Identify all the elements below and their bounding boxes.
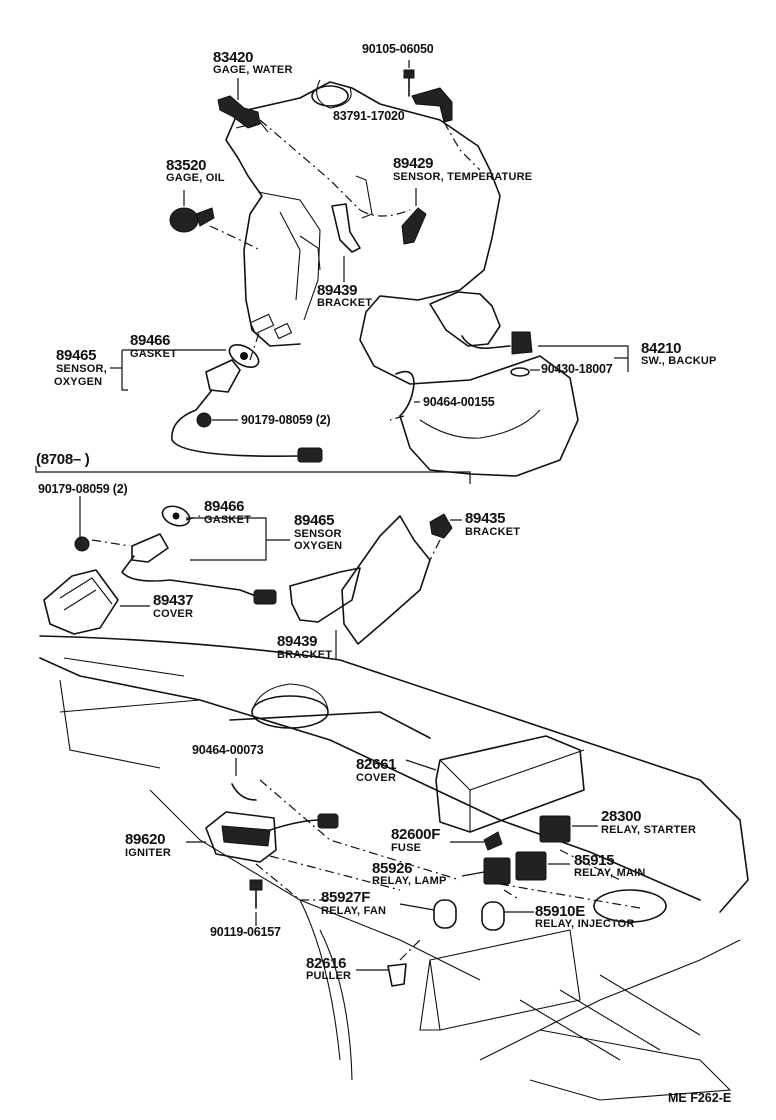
- part-desc-igniter: IGNITER: [125, 847, 172, 859]
- part-desc-fuse: FUSE: [391, 842, 422, 854]
- part-number-28300[interactable]: 28300: [601, 808, 642, 825]
- part-desc-cover-89437: COVER: [153, 608, 194, 620]
- part-desc-cover-82661: COVER: [356, 772, 397, 784]
- part-number-89465-lower[interactable]: 89465: [294, 512, 335, 529]
- part-desc-gage-water: GAGE, WATER: [213, 64, 293, 76]
- dash-dot-lines: [91, 119, 641, 961]
- part-desc-relay-main: RELAY, MAIN: [574, 867, 646, 879]
- relay-injector-part: [481, 901, 505, 931]
- part-desc-bracket-lower: BRACKET: [277, 649, 333, 661]
- switch-backup-part: [461, 331, 533, 377]
- figure-code: ME F262-E: [668, 1091, 732, 1105]
- part-number-90430-18007[interactable]: 90430-18007: [541, 362, 613, 376]
- date-range-label: (8708– ): [36, 451, 90, 468]
- part-number-89466-upper[interactable]: 89466: [130, 332, 171, 349]
- relay-lamp-part: [483, 857, 511, 885]
- part-number-89439-lower[interactable]: 89439: [277, 633, 318, 650]
- part-number-82616[interactable]: 82616: [306, 955, 347, 972]
- part-desc-sw-backup: SW., BACKUP: [641, 355, 717, 367]
- igniter-part: [205, 783, 339, 863]
- part-number-84210[interactable]: 84210: [641, 340, 682, 357]
- part-number-89466-lower[interactable]: 89466: [204, 498, 245, 515]
- relay-main-part: [515, 851, 547, 881]
- gage-water-part: [217, 95, 261, 129]
- part-desc-sensor-lower-1: SENSOR: [294, 528, 342, 540]
- part-number-83520[interactable]: 83520: [166, 157, 207, 174]
- part-number-90464-00155[interactable]: 90464-00155: [423, 395, 495, 409]
- clamp-upper-part: [395, 370, 415, 417]
- part-number-90105-06050[interactable]: 90105-06050: [362, 42, 434, 56]
- part-number-89437[interactable]: 89437: [153, 592, 194, 609]
- screw-90119-part: [249, 879, 263, 909]
- part-desc-gage-oil: GAGE, OIL: [166, 172, 225, 184]
- part-number-85926[interactable]: 85926: [372, 860, 413, 877]
- part-number-89620[interactable]: 89620: [125, 831, 166, 848]
- part-number-82600F[interactable]: 82600F: [391, 826, 441, 843]
- leader-lines: [35, 60, 629, 971]
- part-number-89435[interactable]: 89435: [465, 510, 506, 527]
- part-number-90119-06157[interactable]: 90119-06157: [210, 925, 281, 939]
- sensor-temperature-part: [401, 207, 427, 245]
- bracket-89439-upper-part: [331, 203, 361, 253]
- part-desc-bracket-89435: BRACKET: [465, 526, 521, 538]
- fuse-part: [483, 831, 503, 851]
- sensor-oxygen-lower-part: [121, 505, 277, 605]
- nut-lower-part: [74, 536, 90, 552]
- part-number-82661[interactable]: 82661: [356, 756, 397, 773]
- part-number-83791-17020[interactable]: 83791-17020: [333, 109, 405, 123]
- part-desc-bracket-upper: BRACKET: [317, 297, 373, 309]
- body-panel-illustration: [39, 635, 749, 1101]
- relay-fan-part: [433, 899, 457, 929]
- part-desc-relay-lamp: RELAY, LAMP: [372, 875, 447, 887]
- part-desc-sensor-temperature: SENSOR, TEMPERATURE: [393, 171, 533, 183]
- nut-upper-part: [196, 412, 212, 428]
- part-desc-sensor-upper-1: SENSOR,: [56, 363, 107, 375]
- bracket-89439-lower-part: [289, 515, 431, 645]
- part-number-89465-upper[interactable]: 89465: [56, 347, 97, 364]
- part-desc-relay-starter: RELAY, STARTER: [601, 824, 697, 836]
- part-number-83420[interactable]: 83420: [213, 49, 254, 66]
- part-number-89439-upper[interactable]: 89439: [317, 282, 358, 299]
- part-desc-gasket-upper: GASKET: [130, 348, 178, 360]
- part-number-90179-08059-upper[interactable]: 90179-08059 (2): [241, 413, 331, 427]
- part-desc-sensor-lower-2: OXYGEN: [294, 540, 343, 552]
- part-desc-gasket-lower: GASKET: [204, 514, 252, 526]
- part-number-89429[interactable]: 89429: [393, 155, 434, 172]
- hook-83791-part: [411, 87, 453, 123]
- bracket-89435-part: [429, 513, 453, 539]
- part-desc-relay-fan: RELAY, FAN: [321, 905, 387, 917]
- part-number-90464-00073[interactable]: 90464-00073: [192, 743, 264, 757]
- sensor-oxygen-upper-part: [171, 359, 323, 463]
- cover-82661-part: [435, 735, 585, 833]
- part-number-85915[interactable]: 85915: [574, 852, 615, 869]
- gage-oil-part: [169, 207, 215, 233]
- puller-part: [387, 963, 407, 987]
- part-desc-relay-injector: RELAY, INJECTOR: [535, 918, 635, 930]
- gasket-upper-part: [228, 344, 260, 368]
- relay-starter-part: [539, 815, 571, 843]
- part-desc-sensor-upper-2: OXYGEN: [54, 376, 103, 388]
- part-number-85927F[interactable]: 85927F: [321, 889, 371, 906]
- part-number-90179-08059-lower[interactable]: 90179-08059 (2): [38, 482, 128, 496]
- bolt-90105-part: [403, 69, 415, 97]
- part-desc-puller: PULLER: [306, 970, 352, 982]
- part-number-85910E[interactable]: 85910E: [535, 903, 585, 920]
- cover-89437-part: [43, 569, 119, 635]
